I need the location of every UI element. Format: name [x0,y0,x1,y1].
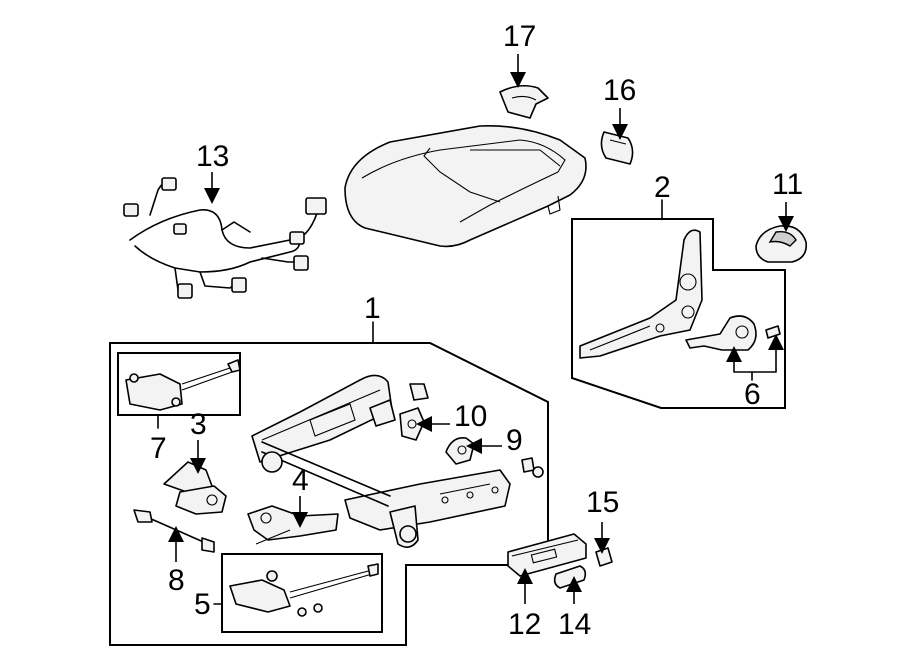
callout-15: 15 [586,486,619,519]
callout-5: 5 [194,588,211,621]
callout-13: 13 [196,140,229,173]
callout-10: 10 [454,400,487,433]
bracket-10 [399,383,429,441]
callout-3: 3 [190,408,207,441]
knob-cover-11 [755,225,808,263]
callout-11: 11 [772,168,803,201]
motor-5 [229,563,379,617]
callout-16: 16 [603,74,636,107]
seat-adjuster-frame [109,342,549,646]
motor-5-box [221,553,383,633]
callout-7: 7 [150,432,167,465]
cable-8 [133,509,215,553]
callout-12: 12 [508,608,541,641]
recliner-bracket-2 [579,229,703,359]
motor-4 [247,505,339,545]
callout-2: 2 [654,171,671,204]
callout-17: 17 [503,20,536,53]
motor-7-box [117,352,241,416]
callout-9: 9 [506,424,523,457]
recliner-lever-6 [685,315,781,351]
knob-16 [600,131,634,165]
wiring-harness-13 [123,177,327,299]
recliner-frame [571,218,786,409]
leader-6 [726,334,784,381]
callout-8: 8 [168,564,185,597]
callout-4: 4 [292,464,309,497]
seat-track-1 [251,374,511,548]
callout-14: 14 [558,608,591,641]
knob-14 [553,565,587,589]
callout-1: 1 [364,292,381,325]
callout-6: 6 [744,378,761,411]
switch-12 [507,533,587,577]
motor-3 [163,461,227,515]
seat-cushion [344,124,587,248]
knob-15 [595,547,613,567]
cover-cap-17 [499,84,549,119]
motor-7 [125,359,241,411]
